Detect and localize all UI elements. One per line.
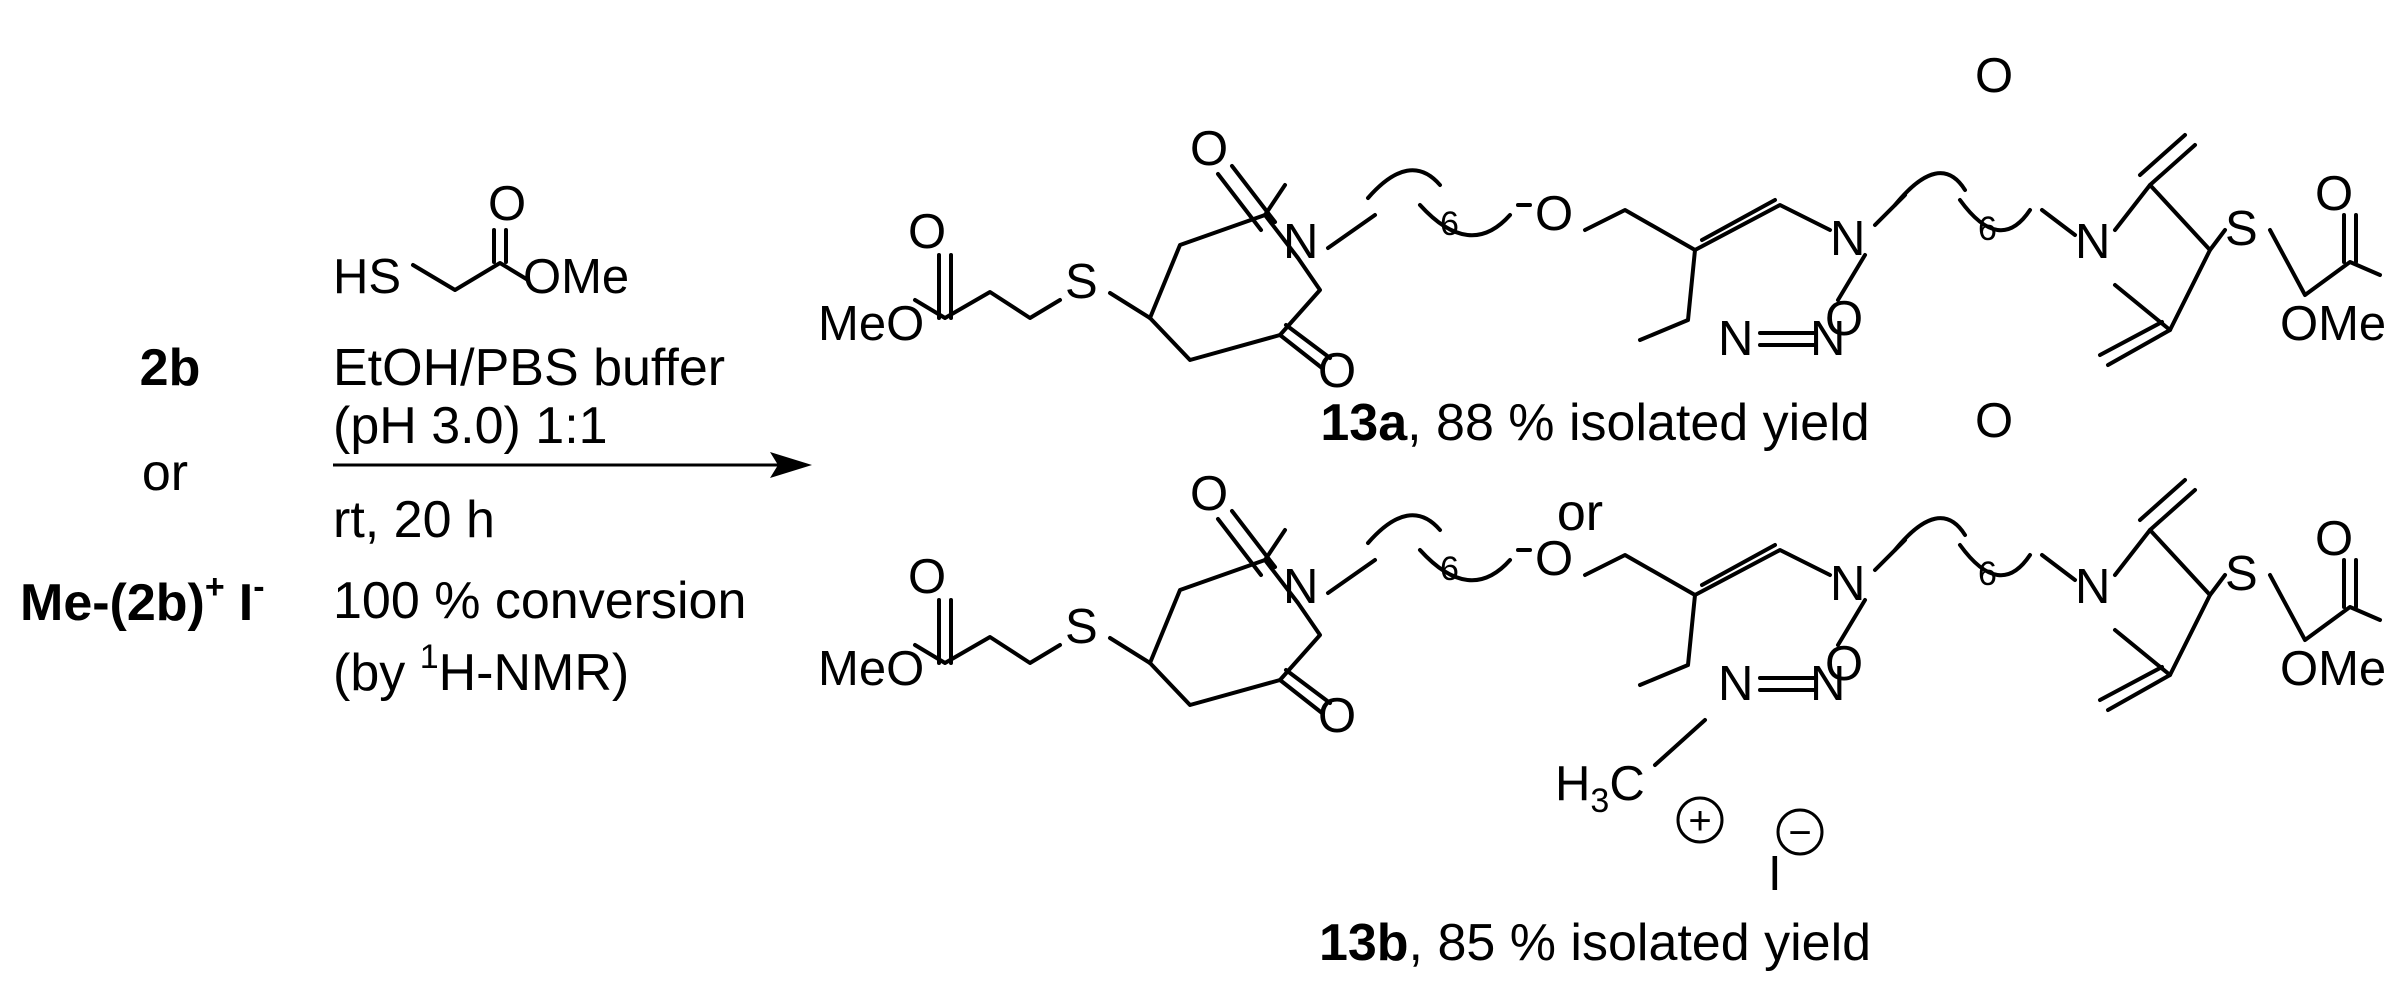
chain-six-left: 6 <box>1440 205 1459 243</box>
me-2b-charge: + <box>205 568 225 606</box>
iodide-charge: - <box>253 568 264 606</box>
minus-charge-circle <box>1776 808 1824 856</box>
product-13b-yield: , 85 % isolated yield <box>1409 914 1872 972</box>
atom-o-ether-b: O <box>1535 532 1573 586</box>
product-13b-bonds <box>913 478 2382 715</box>
product-13b-caption: 13b, 85 % isolated yield <box>1319 914 1871 972</box>
methyl-bond <box>1653 718 1707 767</box>
atom-o-ester-left-b: O <box>908 550 946 604</box>
product-13b-label: 13b <box>1319 914 1409 972</box>
atom-ome-right-b: OMe <box>2280 642 2386 696</box>
methyl-c: C <box>1609 757 1644 811</box>
minus-charge-sign: − <box>1788 811 1811 855</box>
atom-s-right: S <box>2225 202 2258 256</box>
condition-time: rt, 20 h <box>333 491 495 549</box>
reactants: 2b or Me-(2b)+ I- <box>20 339 265 632</box>
conditions: EtOH/PBS buffer (pH 3.0) 1:1 rt, 20 h 10… <box>333 339 812 702</box>
reagent-structure: HS O OMe <box>333 177 629 304</box>
atom-s-left: S <box>1065 255 1098 309</box>
iodide-anion: I <box>1768 847 1782 901</box>
atom-o-ether: O <box>1535 187 1573 241</box>
atom-n3-triazole-b: N <box>1718 657 1753 711</box>
plus-charge-circle <box>1676 796 1724 844</box>
chain-six-right: 6 <box>1978 210 1997 248</box>
atom-o-ester-right: O <box>2315 167 2353 221</box>
atom-o-imide-top-right: O <box>1975 49 2013 103</box>
product-13a-caption: 13a, 88 % isolated yield <box>1320 394 1869 452</box>
atom-o-ester-right-b: O <box>2315 512 2353 566</box>
atom-n-imide-right: N <box>2075 215 2110 269</box>
atom-o-imide-bottom-left-b: O <box>1318 689 1356 743</box>
atom-meo-left: MeO <box>818 297 924 351</box>
atom-o-imide-bottom-right: O <box>1825 292 1863 346</box>
atom-n2-triazole: N <box>1810 312 1845 366</box>
product-13a: MeO O S O N O 6 O N N N 6 N O O S O OMe … <box>818 49 2386 452</box>
condition-solvent: EtOH/PBS buffer <box>333 339 725 397</box>
or-products: or <box>1557 484 1603 542</box>
plus-charge-sign: + <box>1688 799 1711 843</box>
reaction-arrow-head <box>770 452 812 478</box>
product-13b: MeO O S O N O 6 O N N N 6 N O O S O OMe … <box>818 394 2386 972</box>
me-2b-label: Me-(2b) <box>20 574 205 632</box>
atom-o-imide-top-left: O <box>1190 122 1228 176</box>
reagent-carbonyl-o: O <box>488 177 526 231</box>
reactant-2b: 2b <box>140 339 201 397</box>
atom-n-imide-left: N <box>1283 215 1318 269</box>
methyl-h-sub: 3 <box>1590 782 1609 820</box>
product-13a-label: 13a <box>1320 394 1408 452</box>
atom-o-imide-top-left-b: O <box>1190 467 1228 521</box>
chain-six-left-b: 6 <box>1440 550 1459 588</box>
methyl-group: H3C <box>1555 757 1645 820</box>
atom-n1-triazole: N <box>1830 212 1865 266</box>
or-reactants: or <box>142 444 188 502</box>
reagent-bonds <box>411 261 530 292</box>
atom-n2-triazole-b: N <box>1810 657 1845 711</box>
iodide-label: I <box>239 574 253 632</box>
method-prefix: (by <box>333 644 420 702</box>
reactant-me-2b-iodide: Me-(2b)+ I- <box>20 568 265 632</box>
condition-conversion: 100 % conversion <box>333 572 746 630</box>
reagent-hs: HS <box>333 250 401 304</box>
condition-method: (by 1H-NMR) <box>333 638 629 702</box>
method-sup: 1 <box>420 638 439 676</box>
atom-n-imide-left-b: N <box>1283 560 1318 614</box>
product-13a-yield: , 88 % isolated yield <box>1407 394 1870 452</box>
atom-meo-left-b: MeO <box>818 642 924 696</box>
condition-ph: (pH 3.0) 1:1 <box>333 397 608 455</box>
method-suffix: H-NMR) <box>439 644 630 702</box>
atom-o-ester-left: O <box>908 205 946 259</box>
atom-o-imide-bottom-left: O <box>1318 344 1356 398</box>
chain-six-right-b: 6 <box>1978 555 1997 593</box>
atom-s-left-b: S <box>1065 600 1098 654</box>
reagent-co-double <box>492 228 508 264</box>
atom-n3-triazole: N <box>1718 312 1753 366</box>
atom-s-right-b: S <box>2225 547 2258 601</box>
atom-o-imide-top-right-b: O <box>1975 394 2013 448</box>
product-13a-bonds <box>913 133 2382 370</box>
methyl-h: H <box>1555 757 1590 811</box>
atom-n-imide-right-b: N <box>2075 560 2110 614</box>
atom-ome-right: OMe <box>2280 297 2386 351</box>
reagent-ome: OMe <box>523 250 629 304</box>
atom-n1-triazole-b: N <box>1830 557 1865 611</box>
atom-o-imide-bottom-right-b: O <box>1825 637 1863 691</box>
